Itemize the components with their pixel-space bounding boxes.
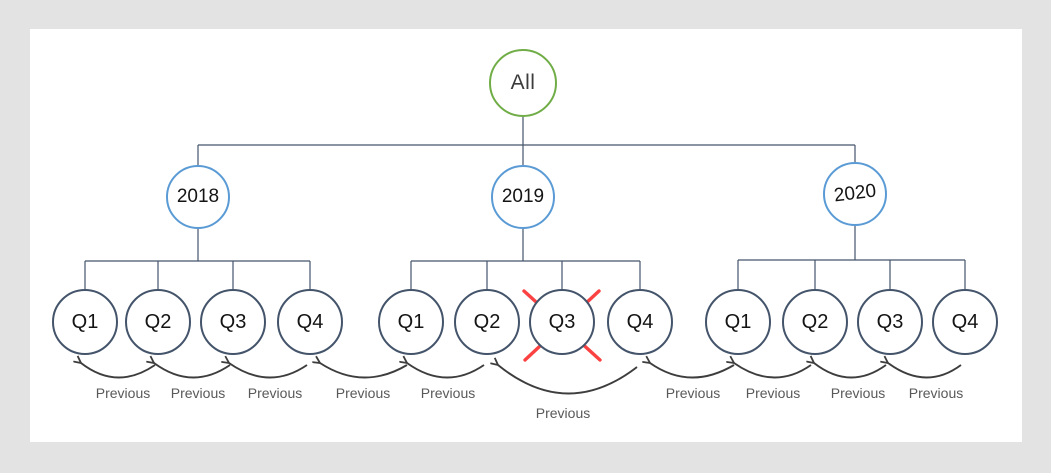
node-2018-q1: Q1: [52, 289, 118, 355]
previous-arrow: [320, 363, 408, 379]
node-2019-q4: Q4: [607, 289, 673, 355]
node-2019-q1: Q1: [378, 289, 444, 355]
previous-label-10: Previous: [908, 385, 964, 401]
node-2020-q2-label: Q2: [801, 310, 829, 333]
previous-label-5: Previous: [420, 385, 476, 401]
previous-label-4: Previous: [335, 385, 391, 401]
node-2019: 2019: [491, 165, 555, 229]
previous-label-6: Previous: [535, 405, 591, 421]
tree-connectors: [84, 117, 966, 289]
node-2020-q4: Q4: [932, 289, 998, 355]
node-2018-q3: Q3: [200, 289, 266, 355]
node-2019-q1-label: Q1: [397, 310, 425, 333]
previous-label-3: Previous: [247, 385, 303, 401]
previous-label-8: Previous: [745, 385, 801, 401]
previous-arrow: [81, 363, 156, 379]
node-2019-q2: Q2: [454, 289, 520, 355]
previous-arrow: [814, 363, 887, 379]
previous-arrow: [407, 363, 485, 379]
node-2018-label: 2018: [176, 186, 220, 207]
node-2020: 2020: [823, 162, 887, 226]
previous-label-2: Previous: [170, 385, 226, 401]
node-2018-q4-label: Q4: [296, 310, 324, 333]
diagram-canvas: All 2018 2019 2020 Q1 Q2 Q3 Q4 Q1 Q2 Q3 …: [30, 29, 1022, 442]
previous-arrow: [650, 363, 735, 379]
node-2020-q3-label: Q3: [876, 310, 904, 333]
previous-arrow: [229, 363, 308, 379]
node-2018-q2-label: Q2: [144, 310, 172, 333]
node-2020-q4-label: Q4: [951, 310, 979, 333]
previous-label-7: Previous: [665, 385, 721, 401]
node-2018-q2: Q2: [125, 289, 191, 355]
node-2019-q3-label: Q3: [548, 310, 576, 333]
previous-arrow: [154, 363, 231, 379]
node-2019-q4-label: Q4: [626, 310, 654, 333]
node-all-label: All: [510, 71, 536, 94]
node-2018-q3-label: Q3: [219, 310, 247, 333]
node-2020-q3: Q3: [857, 289, 923, 355]
previous-arrow-skip-q3: [498, 365, 638, 395]
previous-label-9: Previous: [830, 385, 886, 401]
previous-arrow: [734, 363, 812, 379]
previous-arrow: [888, 363, 962, 379]
node-2018-q1-label: Q1: [71, 310, 99, 333]
previous-label-1: Previous: [95, 385, 151, 401]
node-all: All: [489, 49, 557, 117]
node-2020-label: 2020: [832, 180, 878, 207]
node-2018: 2018: [166, 165, 230, 229]
node-2019-label: 2019: [501, 186, 545, 207]
node-2020-q2: Q2: [782, 289, 848, 355]
previous-arrows: [81, 363, 962, 395]
node-2019-q2-label: Q2: [473, 310, 501, 333]
node-2018-q4: Q4: [277, 289, 343, 355]
node-2019-q3-crossed-out: Q3: [529, 289, 595, 355]
node-2020-q1: Q1: [705, 289, 771, 355]
node-2020-q1-label: Q1: [724, 310, 752, 333]
